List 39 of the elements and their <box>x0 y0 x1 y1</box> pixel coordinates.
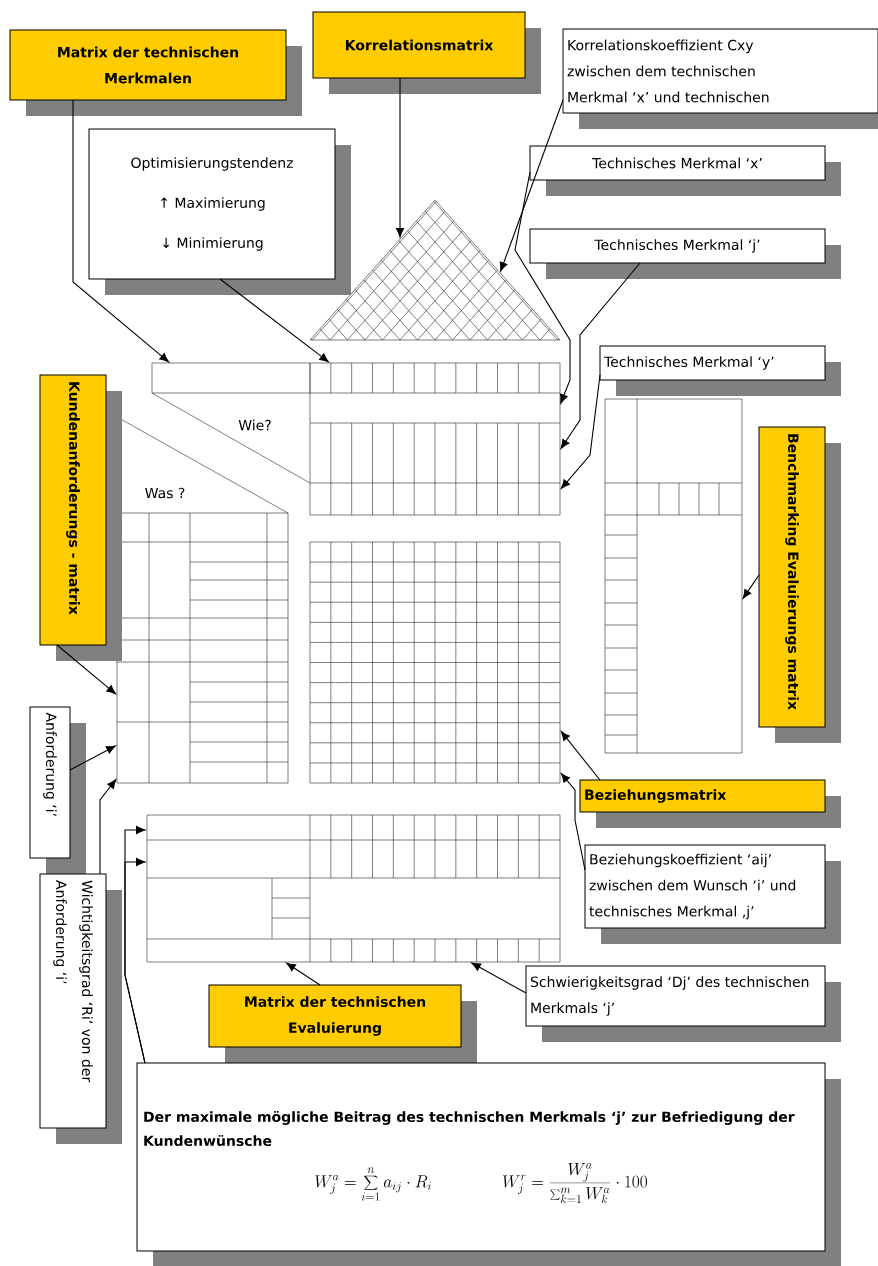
question-label: Was ? <box>145 487 185 499</box>
arrow <box>499 99 564 272</box>
arrow <box>514 171 571 404</box>
matrix-drawing <box>116 416 289 784</box>
arrow <box>742 574 760 599</box>
callout-box: Technisches Merkmal ‘x’ <box>529 145 841 196</box>
matrix-drawing <box>604 398 743 754</box>
callout-box: Technisches Merkmal ‘y’ <box>599 345 841 396</box>
matrix-drawing <box>146 814 561 963</box>
arrow <box>69 745 116 771</box>
callout-box: Technisches Merkmal ‘j’ <box>529 228 841 279</box>
arrow <box>560 374 601 489</box>
arrow <box>56 644 116 695</box>
arrow <box>72 99 169 363</box>
question-label: Wie? <box>238 419 271 431</box>
arrow <box>286 962 321 986</box>
matrix-drawing <box>309 362 561 516</box>
callout-box: Beziehungskoeffizient ‘aij’ zwischen dem Wunsch ‘i’ und technisches Merkmal ‚j’ <box>584 844 841 944</box>
label-box: Kundenanforderungs - matrix <box>39 374 122 661</box>
callout-box: Schwierigkeitsgrad ‘Dj’ des technischen Merkmals ‘j’ <box>525 965 841 1042</box>
matrix-drawing <box>309 541 561 784</box>
label-box: Matrix der technischen Evaluierung <box>208 984 477 1063</box>
arrow <box>219 278 329 363</box>
callout-box: Korrelationskoeffizient Cxy zwischen dem technischen Merkmal ‘x’ und technischen <box>562 28 878 129</box>
callout-box: Wichtigkeitsgrad ‘Ri’ von der Anforderung ‘i’ <box>39 873 122 1144</box>
matrix-drawing <box>151 362 311 484</box>
label-box: Korrelationsmatrix <box>312 11 541 94</box>
arrow <box>560 773 586 871</box>
arrow <box>99 779 117 875</box>
label-box: Matrix der technischen Merkmalen <box>9 29 302 116</box>
callout-box: Optimisierungstendenz ↑ Maximierung ↓ Minimierung <box>88 128 351 295</box>
arrow <box>560 731 601 781</box>
callout-box: Anforderung ‘i’ <box>29 706 86 874</box>
arrow <box>395 77 405 238</box>
label-box: Benchmarking Evaluierungs matrix <box>758 426 841 743</box>
arrow <box>471 962 527 994</box>
label-box: Beziehungsmatrix <box>579 779 841 828</box>
formula-box: Der maximale mögliche Beitrag des technischen Merkmals ‘j’ zur Befriedigung der Kundenwünsche $W_j^a = \sum_{i=1}^{n} a_{ij} \cdot R_i$ $W_j^r = \frac{W_j^a}{\sum_{k=1}^{m} W_k^a} \cdot 100$ <box>136 1062 841 1266</box>
arrow <box>560 262 641 449</box>
